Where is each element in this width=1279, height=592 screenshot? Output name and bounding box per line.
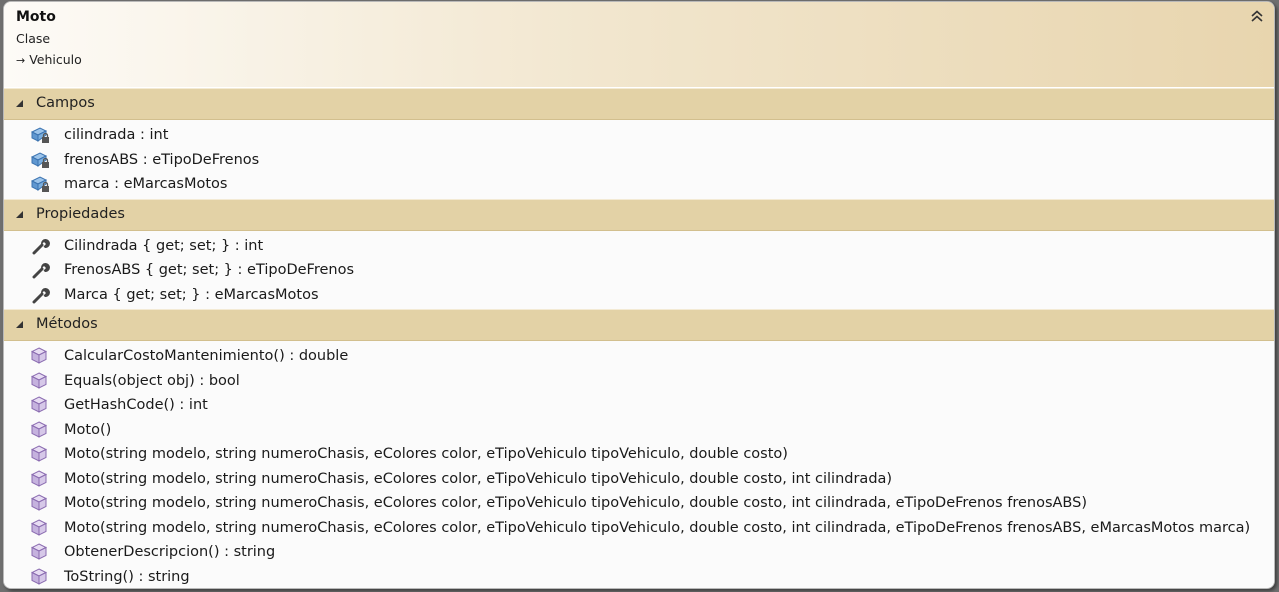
method-cube-icon <box>31 518 48 536</box>
property-row[interactable]: FrenosABS { get; set; } : eTipoDeFrenos <box>4 258 1274 283</box>
method-row[interactable]: Moto(string modelo, string numeroChasis,… <box>4 442 1274 467</box>
compartment-label: Campos <box>36 95 95 111</box>
property-wrench-icon <box>32 238 50 254</box>
method-cube-icon <box>31 567 48 585</box>
field-row[interactable]: frenosABS : eTipoDeFrenos <box>4 148 1274 173</box>
class-kind: Clase <box>16 31 51 46</box>
method-cube-icon <box>31 420 48 438</box>
field-text: marca : eMarcasMotos <box>64 176 228 192</box>
method-cube-icon <box>31 445 48 462</box>
method-cube-icon <box>31 396 48 413</box>
class-name: Moto <box>16 9 56 25</box>
method-row[interactable]: Moto() <box>4 418 1274 443</box>
expanded-triangle-icon <box>16 100 23 107</box>
base-class-name: Vehiculo <box>29 52 82 67</box>
method-row[interactable]: Moto(string modelo, string numeroChasis,… <box>4 491 1274 516</box>
methods-list: CalcularCostoMantenimiento() : double Eq… <box>4 341 1274 589</box>
compartment-header-properties[interactable]: Propiedades <box>4 198 1274 231</box>
method-row[interactable]: ToString() : string <box>4 565 1274 589</box>
property-row[interactable]: Cilindrada { get; set; } : int <box>4 234 1274 259</box>
field-row[interactable]: marca : eMarcasMotos <box>4 172 1274 197</box>
class-header[interactable]: Moto Clase →Vehiculo <box>4 2 1274 88</box>
property-row[interactable]: Marca { get; set; } : eMarcasMotos <box>4 283 1274 308</box>
compartment-label: Propiedades <box>36 205 125 222</box>
method-row[interactable]: Moto(string modelo, string numeroChasis,… <box>4 516 1274 541</box>
compartment-label: Métodos <box>36 316 98 332</box>
method-row[interactable]: ObtenerDescripcion() : string <box>4 540 1274 565</box>
private-field-icon <box>31 127 49 143</box>
method-text: Equals(object obj) : bool <box>64 372 240 389</box>
method-row[interactable]: CalcularCostoMantenimiento() : double <box>4 344 1274 369</box>
private-field-icon <box>31 176 49 192</box>
property-wrench-icon <box>32 263 50 279</box>
method-cube-icon <box>31 371 48 389</box>
method-text: Moto() <box>64 421 112 438</box>
inheritance-arrow-icon: → <box>16 54 26 67</box>
expanded-triangle-icon <box>16 210 23 218</box>
method-text: Moto(string modelo, string numeroChasis,… <box>64 495 1087 511</box>
private-field-icon <box>31 151 49 168</box>
fields-list: cilindrada : int frenosABS : eTipoDeFren… <box>4 120 1274 199</box>
field-text: frenosABS : eTipoDeFrenos <box>64 151 260 168</box>
method-row[interactable]: Equals(object obj) : bool <box>4 369 1274 394</box>
method-text: Moto(string modelo, string numeroChasis,… <box>64 446 788 462</box>
property-text: Cilindrada { get; set; } : int <box>64 237 264 254</box>
method-cube-icon <box>31 469 48 487</box>
field-text: cilindrada : int <box>64 127 169 143</box>
method-cube-icon <box>31 543 48 560</box>
property-wrench-icon <box>32 287 50 303</box>
collapse-chevron-up-icon[interactable] <box>1250 8 1264 22</box>
method-text: GetHashCode() : int <box>64 397 208 413</box>
property-text: Marca { get; set; } : eMarcasMotos <box>64 286 319 303</box>
field-row[interactable]: cilindrada : int <box>4 123 1274 148</box>
method-text: ToString() : string <box>64 568 190 585</box>
method-text: Moto(string modelo, string numeroChasis,… <box>64 519 1251 536</box>
expanded-triangle-icon <box>16 321 23 328</box>
method-cube-icon <box>31 347 48 364</box>
method-cube-icon <box>31 494 48 511</box>
properties-list: Cilindrada { get; set; } : int FrenosABS… <box>4 230 1274 309</box>
method-text: ObtenerDescripcion() : string <box>64 544 276 560</box>
method-text: Moto(string modelo, string numeroChasis,… <box>64 470 893 487</box>
class-shape-moto[interactable]: Moto Clase →Vehiculo Campos cilindrada :… <box>3 1 1275 589</box>
base-class-line: →Vehiculo <box>16 52 82 67</box>
property-text: FrenosABS { get; set; } : eTipoDeFrenos <box>64 262 354 278</box>
method-text: CalcularCostoMantenimiento() : double <box>64 348 349 364</box>
compartment-header-fields[interactable]: Campos <box>4 88 1274 120</box>
compartment-header-methods[interactable]: Métodos <box>4 309 1274 341</box>
method-row[interactable]: GetHashCode() : int <box>4 393 1274 418</box>
method-row[interactable]: Moto(string modelo, string numeroChasis,… <box>4 467 1274 492</box>
